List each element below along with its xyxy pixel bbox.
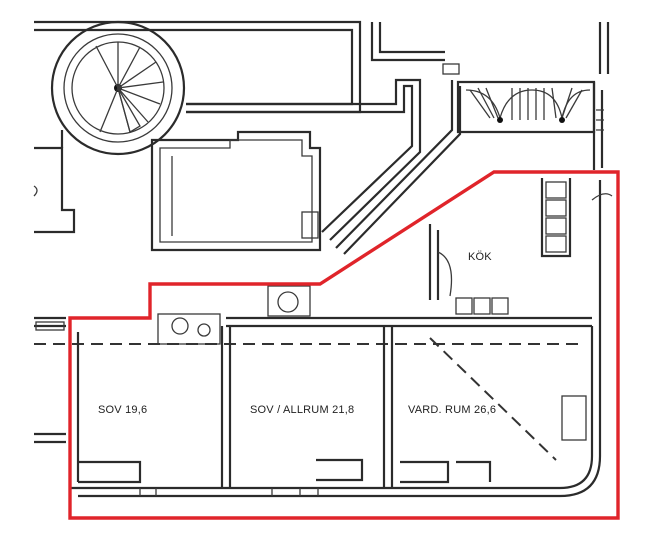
upper-right-staircase xyxy=(456,80,596,134)
bottom-window-marks xyxy=(139,488,319,496)
room-label-kok: KÖK xyxy=(468,251,492,263)
diagonal-inner-wall-2 xyxy=(343,86,462,255)
room-label-vard: VARD. RUM 26,6 xyxy=(408,404,496,416)
left-curve xyxy=(33,185,38,197)
room-label-allrum: SOV / ALLRUM 21,8 xyxy=(250,404,354,416)
sov-wardrobe xyxy=(78,460,142,484)
bottom-outer-wall-2 xyxy=(78,180,602,498)
left-stub-wall xyxy=(34,146,76,234)
upper-middle-room xyxy=(150,130,322,252)
kitchen-door-arc xyxy=(437,251,453,297)
upper-middle-box xyxy=(301,211,319,239)
upper-corridor-inner-wall xyxy=(378,22,445,54)
top-left-wall xyxy=(34,20,362,114)
allrum-wardrobe xyxy=(316,458,364,482)
vard-wardrobe xyxy=(400,460,450,484)
bottom-outer-wall xyxy=(70,326,594,490)
kitchen-units-bottom xyxy=(455,297,509,315)
room-label-sov: SOV 19,6 xyxy=(98,404,147,416)
left-window xyxy=(35,321,65,331)
stair-treads xyxy=(469,87,583,120)
kitchen-counter xyxy=(540,178,572,258)
building-walls xyxy=(33,20,613,498)
diagonal-dashed-line xyxy=(429,337,557,461)
spiral-staircase xyxy=(50,20,186,156)
vent-box xyxy=(442,63,460,75)
bathroom xyxy=(157,285,311,345)
diagonal-corridor-wall-2 xyxy=(186,78,422,241)
upper-middle-room-inner xyxy=(159,139,313,243)
upper-corridor-wall xyxy=(370,22,445,62)
spiral-outer-circle xyxy=(50,20,186,156)
spiral-ring xyxy=(63,33,173,143)
right-door-arc xyxy=(591,193,613,201)
diagonal-inner-wall xyxy=(335,80,454,249)
top-left-inner-wall xyxy=(34,28,354,106)
diagonal-corridor-wall xyxy=(186,84,414,233)
right-window-box xyxy=(561,395,587,441)
kitchen-counter-units xyxy=(545,181,567,253)
apartment-highlight-outline xyxy=(68,170,620,520)
right-wall-marks xyxy=(596,109,604,131)
vard-wardrobe-2 xyxy=(456,460,492,482)
